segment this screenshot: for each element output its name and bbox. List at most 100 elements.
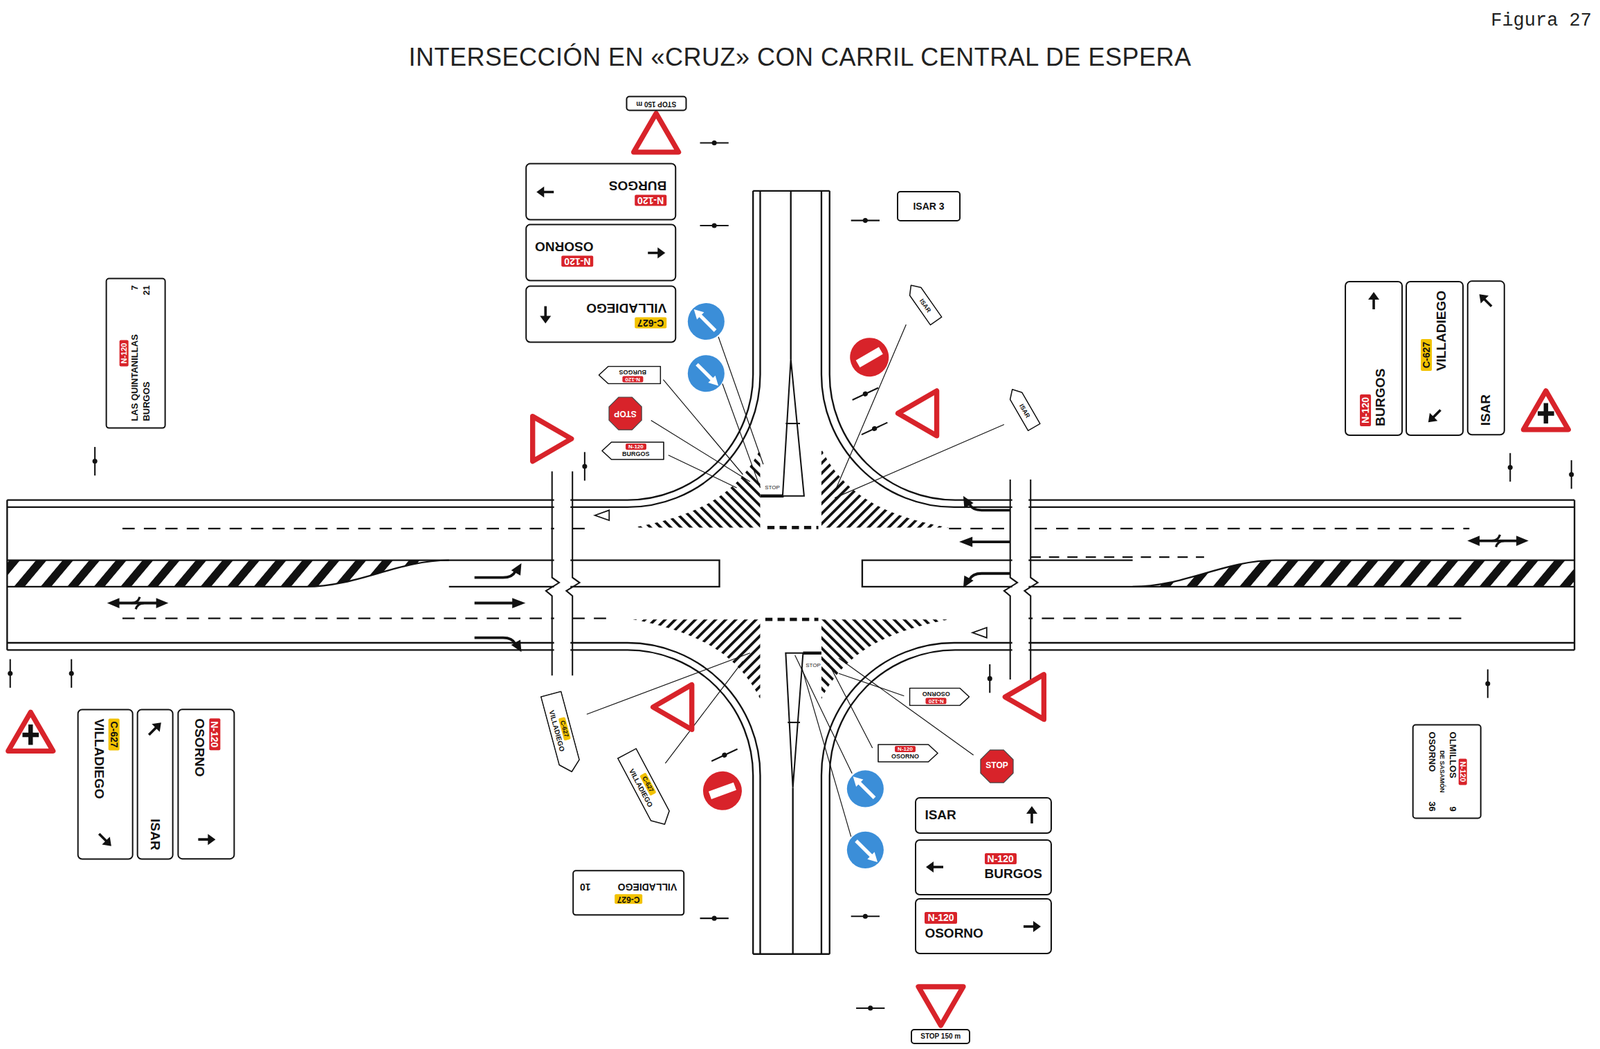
pointer-sign: N-120OSORNO [908, 687, 970, 707]
signal-post [92, 447, 98, 476]
pointer-outline [602, 442, 664, 460]
pointer-outline [541, 691, 583, 775]
destination-name: ISAR 3 [912, 200, 944, 212]
pavement-arrow [107, 496, 1529, 653]
direction-arrow [536, 186, 554, 198]
yield-sign [532, 416, 572, 462]
leader-line [838, 658, 974, 756]
direction-arrow [1023, 921, 1041, 933]
lane-marking [791, 787, 794, 954]
traffic-island [782, 359, 805, 788]
direction-arrow [207, 834, 216, 846]
signal-post [7, 140, 1574, 1011]
pointer-sign: C-627VILLADIEGO [616, 747, 675, 830]
traffic-island [787, 721, 800, 724]
pavement-arrow [963, 496, 1011, 511]
direction-arrow [1026, 806, 1038, 814]
signal-post [856, 1005, 885, 1011]
road-number: C-627 [635, 316, 668, 329]
no-entry-sign [697, 766, 748, 816]
signal-post [1485, 669, 1490, 698]
median-hatching [1132, 560, 1575, 587]
corner-chevrons [632, 619, 760, 699]
destination-name: VILLADIEGO [1433, 289, 1450, 371]
destination-name: 10 [579, 881, 592, 893]
destination-name: STOP [985, 761, 1008, 771]
road-number: C-627 [107, 719, 120, 751]
keep-right-sign [847, 831, 884, 869]
road-edge [6, 649, 753, 954]
signal-post [7, 659, 13, 688]
pointer-outline [599, 366, 661, 385]
leader-line [828, 663, 872, 749]
destination-name: OSORNO [891, 752, 920, 760]
lane-marking [6, 191, 1575, 955]
destination-name: VILLADIEGO [91, 719, 107, 800]
destination-name: BURGOS [619, 368, 648, 376]
direction-arrow [102, 837, 116, 851]
stop-line [767, 525, 819, 530]
destination-name: BURGOS [608, 177, 667, 194]
distance-plate: N-120OLMILLOS9DE SASAMÓNOSORNO36 [1412, 723, 1482, 819]
signal-post [69, 659, 75, 688]
destination-name: 9 [1447, 806, 1458, 812]
lane-marking [1020, 617, 1470, 619]
break-mark [546, 471, 560, 676]
destination-name: STOP 150 m [920, 1032, 961, 1041]
destination-name: BURGOS [622, 450, 650, 458]
destination-name: VILLADIEGO [617, 881, 678, 893]
pavement-arrow [959, 537, 1011, 548]
signal-post [700, 222, 729, 228]
info-plate: ISAR 3 [896, 191, 960, 222]
pointer-sign: ISAR [1005, 384, 1042, 432]
signal-post [582, 451, 587, 481]
figure-title: INTERSECCIÓN EN «CRUZ» CON CARRIL CENTRA… [0, 42, 1600, 72]
destination-name: 21 [141, 285, 153, 295]
yield-sign [653, 684, 693, 730]
traffic-island [785, 422, 800, 425]
destination-name: STOP [614, 408, 637, 418]
leader-line [838, 673, 904, 696]
direction-arrow [1026, 806, 1038, 824]
direction-panel: ISAR [1467, 280, 1506, 436]
pointer-sign: N-120BURGOS [597, 366, 661, 385]
signal-post [700, 916, 729, 922]
destination-name: DE SASAMÓN [1438, 750, 1445, 793]
destination-name: BURGOS [1372, 368, 1388, 426]
direction-panel: C-627VILLADIEGO [1405, 280, 1464, 436]
lane-marking [1030, 556, 1205, 558]
pointer-outline [617, 748, 675, 830]
direction-arrow [541, 190, 554, 194]
road-number: N-120 [984, 853, 1017, 865]
leader-line [651, 420, 751, 482]
distance-plate: C-627VILLADIEGO10 [572, 869, 685, 916]
lane-marking [122, 617, 613, 619]
leader-line [586, 324, 1005, 837]
road-edge [821, 642, 1575, 955]
break-mark [1012, 479, 1030, 680]
direction-arrow [648, 247, 666, 259]
keep-right-sign [687, 303, 884, 869]
leader-line [834, 324, 906, 493]
road-number: N-120 [635, 194, 668, 206]
direction-arrow [145, 719, 166, 740]
direction-arrow [1021, 804, 1043, 826]
direction-arrow [1033, 921, 1041, 933]
stop-sign: STOP [606, 395, 644, 432]
direction-panel: N-120BURGOS [914, 839, 1052, 896]
road-edge [6, 500, 8, 651]
direction-arrow [1475, 289, 1497, 311]
signal-post [851, 385, 879, 403]
pointer-outline [878, 744, 938, 762]
signal-post [851, 217, 880, 223]
direction-arrow [1424, 405, 1445, 426]
direction-arrow [925, 861, 934, 873]
break-mark [1004, 479, 1018, 680]
break-mark [554, 471, 571, 676]
direction-panel: N-120OSORNO [525, 224, 677, 282]
destination-name: OSORNO [191, 719, 207, 778]
direction-panel: C-627VILLADIEGO [525, 285, 677, 344]
direction-arrow [924, 856, 946, 878]
break-mark [566, 471, 580, 676]
